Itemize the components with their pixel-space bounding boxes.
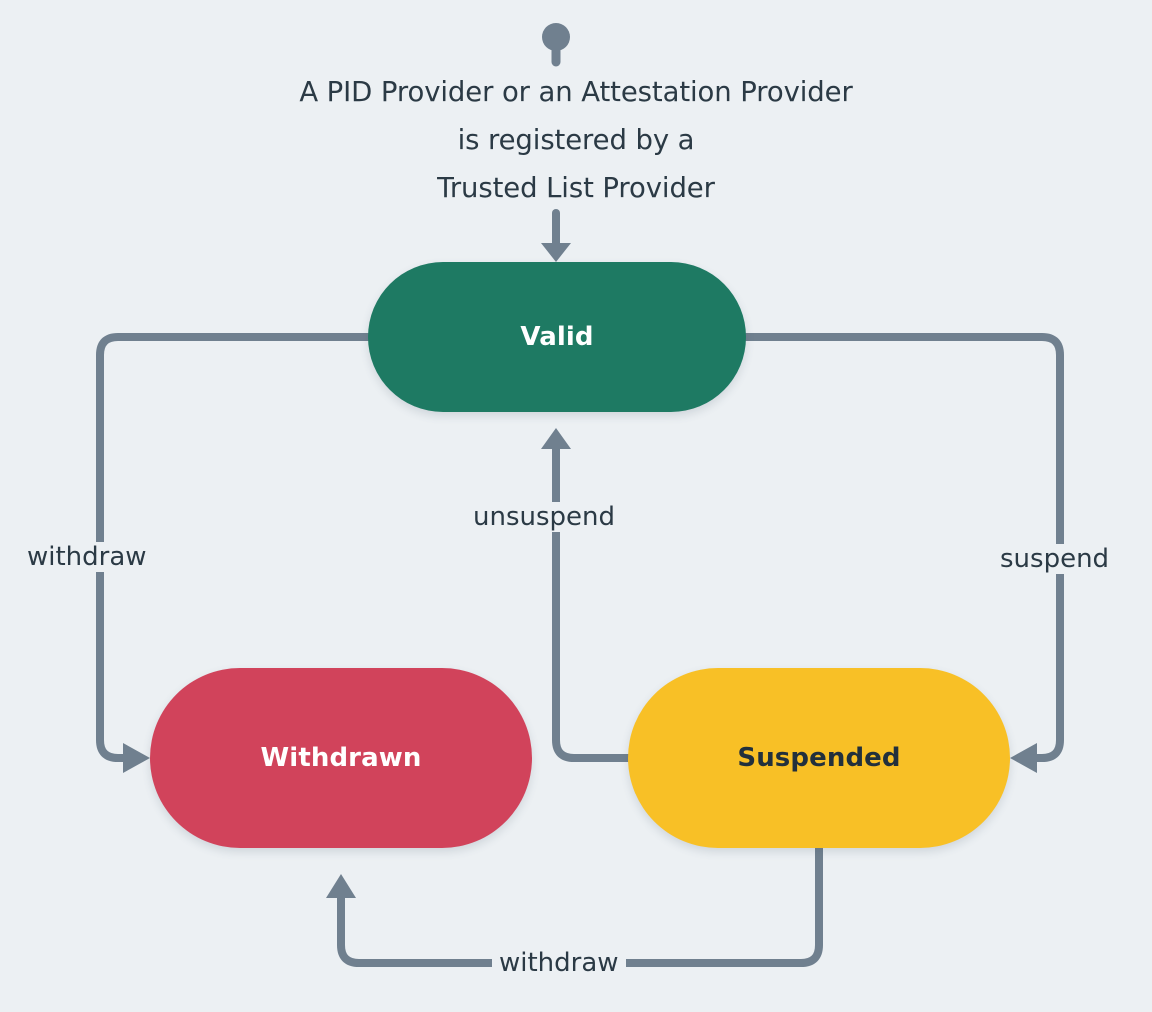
edge-label-valid-to-suspended: suspend xyxy=(993,544,1117,574)
state-node-withdrawn[interactable]: Withdrawn xyxy=(150,668,532,848)
edge-suspended-to-valid xyxy=(541,428,632,762)
start-caption: A PID Provider or an Attestation Provide… xyxy=(299,76,853,204)
state-label-suspended: Suspended xyxy=(737,743,901,773)
edge-suspended-to-withdrawn xyxy=(326,844,823,967)
state-label-withdrawn: Withdrawn xyxy=(260,743,422,773)
start-pin-icon xyxy=(542,23,570,67)
edge-start-to-valid xyxy=(541,209,571,262)
edge-label-suspended-to-valid: unsuspend xyxy=(466,502,623,532)
edge-label-valid-to-withdrawn: withdraw xyxy=(20,542,154,572)
state-node-suspended[interactable]: Suspended xyxy=(628,668,1010,848)
state-label-valid: Valid xyxy=(520,322,594,352)
edge-label-suspended-to-withdrawn: withdraw xyxy=(492,948,626,978)
state-node-valid[interactable]: Valid xyxy=(368,262,746,412)
